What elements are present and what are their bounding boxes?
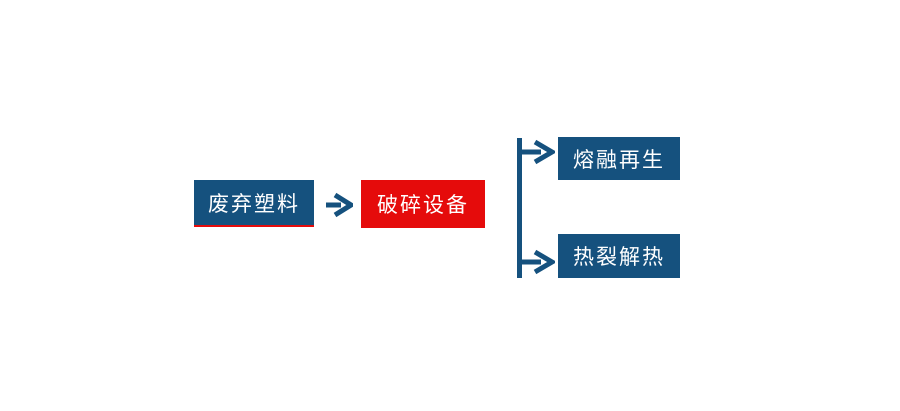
node-crushing-equipment-label: 破碎设备: [377, 193, 469, 217]
node-melt-regeneration: 熔融再生: [558, 137, 680, 180]
node-waste-plastic: 废弃塑料: [194, 180, 314, 227]
branch-arrow-bottom-icon: [519, 249, 555, 275]
branch-arrow-top-icon: [519, 139, 555, 165]
node-pyrolysis-heat-label: 热裂解热: [573, 245, 665, 269]
node-melt-regeneration-label: 熔融再生: [573, 147, 665, 172]
node-crushing-equipment: 破碎设备: [361, 180, 485, 228]
branch-vertical-line: [517, 138, 522, 278]
node-pyrolysis-heat: 热裂解热: [558, 234, 680, 278]
node-waste-plastic-label: 废弃塑料: [208, 191, 300, 216]
right-arrow-icon: [326, 192, 353, 218]
